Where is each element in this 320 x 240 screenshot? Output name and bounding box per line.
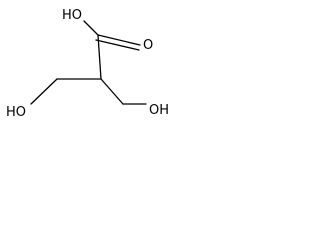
carboxyl-hydroxyl-label: HO xyxy=(62,8,82,23)
carbonyl-double-bond-2 xyxy=(95,39,140,51)
ch2-oh-left-bond xyxy=(30,78,58,105)
left-hydroxyl-label: HO xyxy=(6,105,26,120)
carbonyl-double-bond-1 xyxy=(97,34,141,46)
carboxyl-c-oh-bond xyxy=(83,20,99,36)
structure-diagram: HO O HO OH xyxy=(6,8,169,120)
ch-ch2-right-bond xyxy=(100,78,124,105)
carbonyl-oxygen-label: O xyxy=(143,38,153,53)
carboxyl-c-ch-bond xyxy=(97,34,102,80)
right-hydroxyl-label: OH xyxy=(149,103,169,118)
